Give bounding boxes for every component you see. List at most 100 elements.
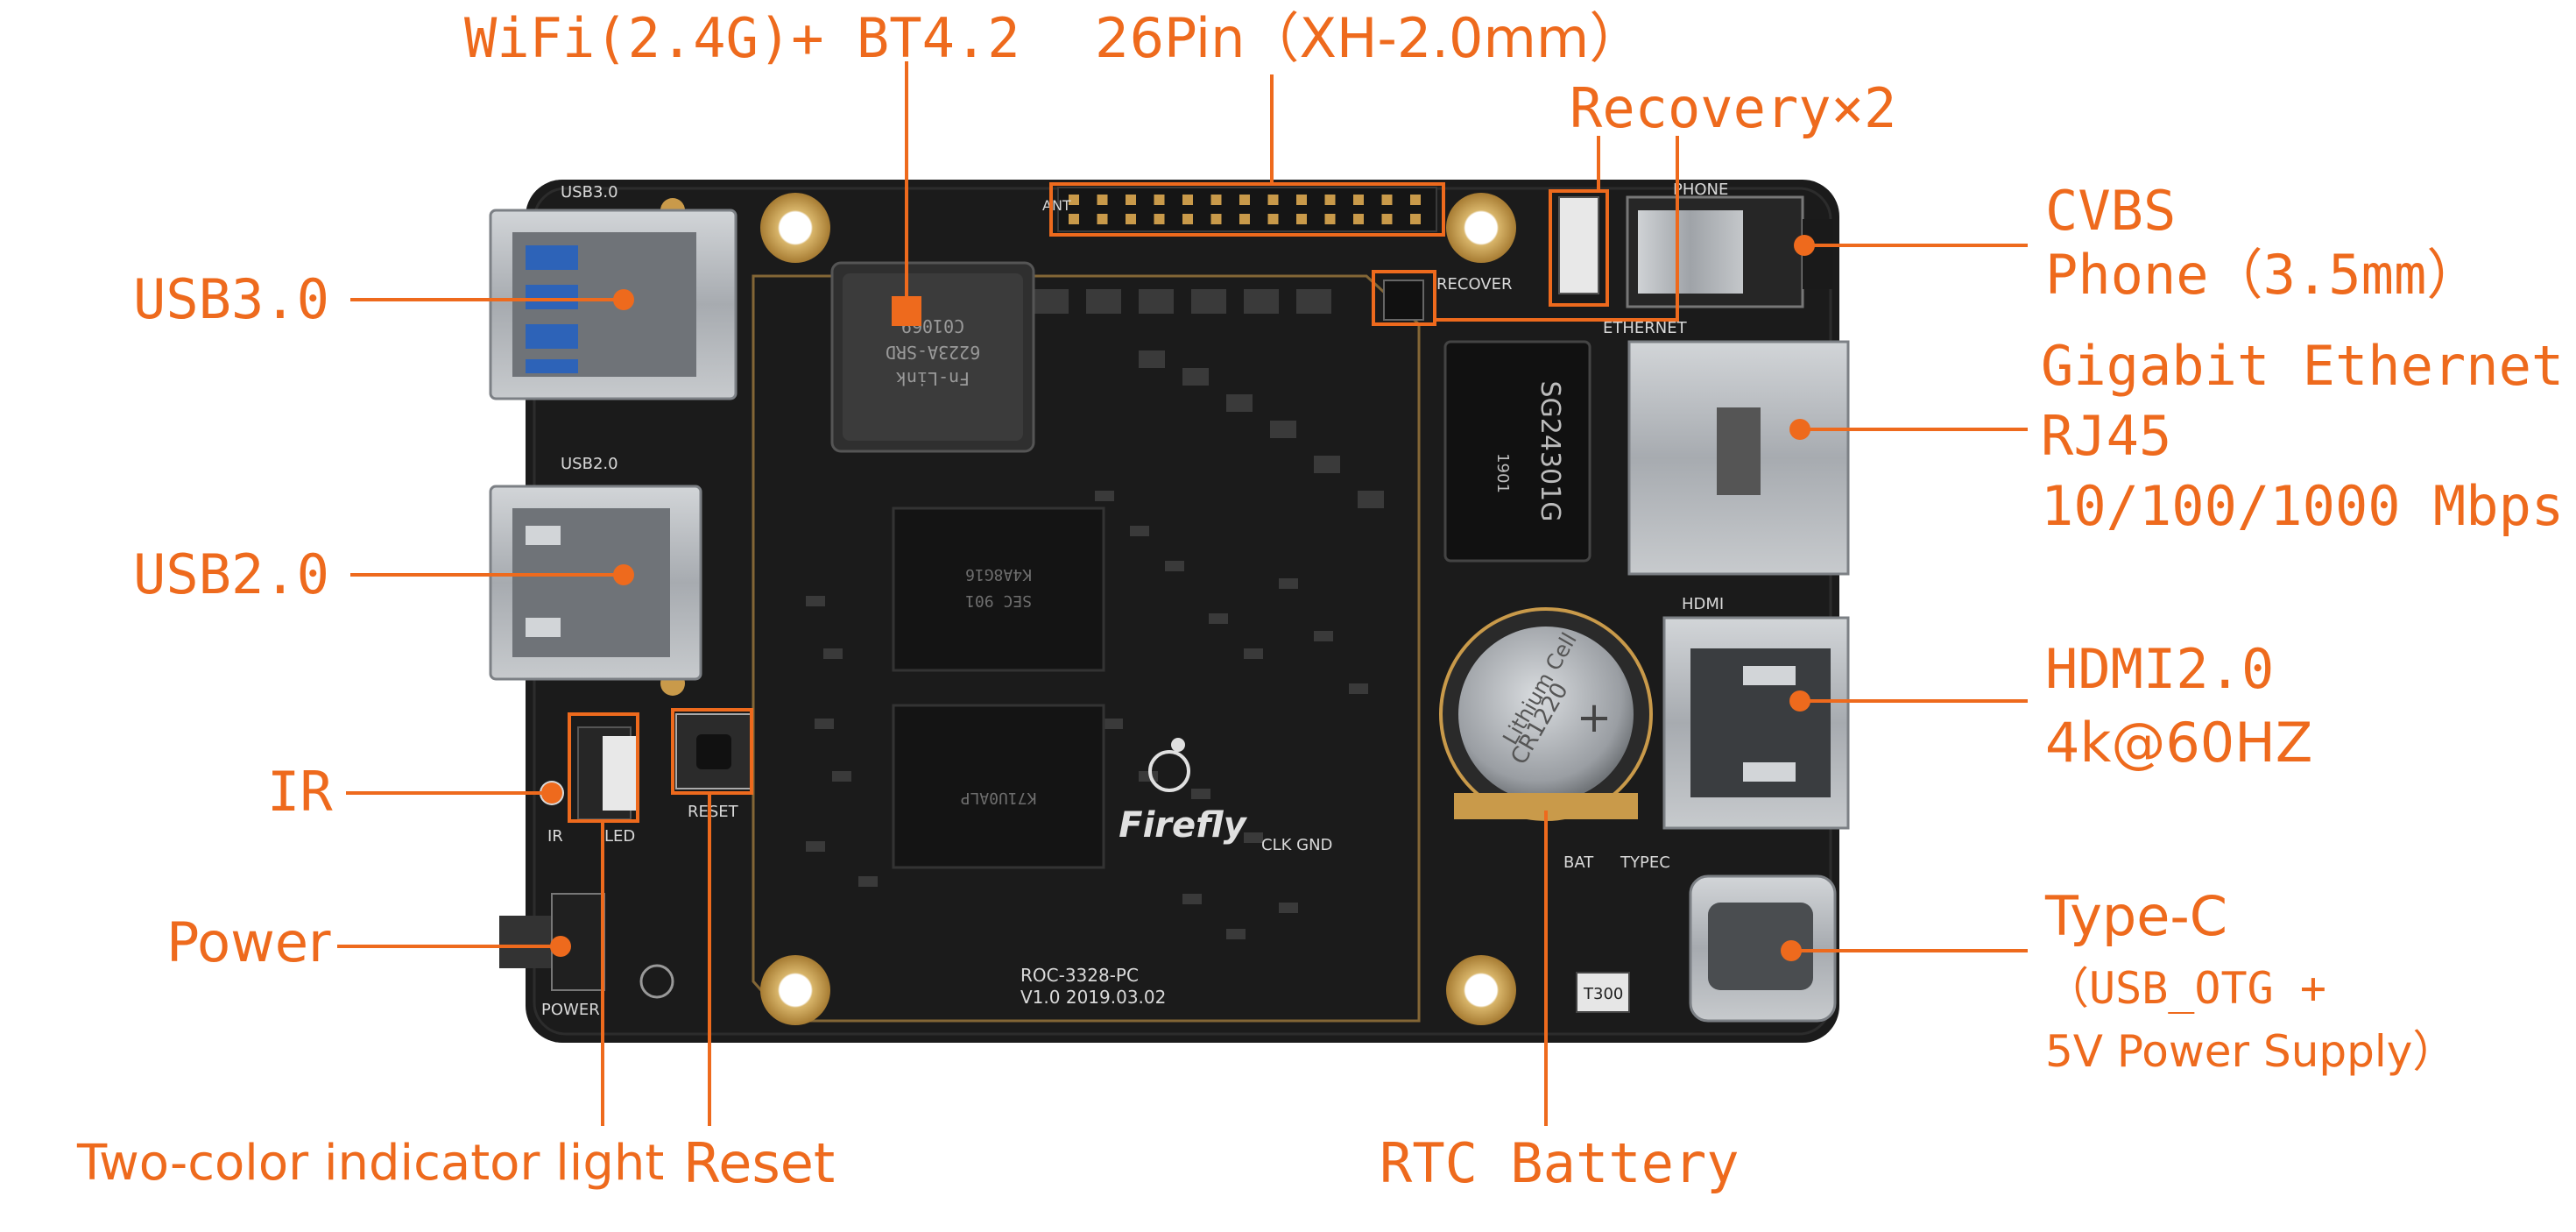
reset-button-component <box>675 713 752 789</box>
label-hdmi-res: 4k@60HZ <box>2045 711 2313 775</box>
label-recovery: Recovery×2 <box>1570 76 1897 140</box>
gpio-pin <box>1210 214 1222 224</box>
gpio-pin <box>1410 214 1421 224</box>
callout-dot-power <box>550 936 571 957</box>
wifi-chip-text: 6223A-SRD <box>886 342 980 363</box>
rtc-battery-holder <box>1439 607 1653 821</box>
gpio-pin <box>1410 195 1421 205</box>
gpio-pin <box>1324 195 1336 205</box>
silk-model: ROC-3328-PC <box>1020 965 1139 986</box>
gpio-pin <box>1154 195 1165 205</box>
label-usb2: USB2.0 <box>133 542 329 606</box>
callout-box-recovery2 <box>1549 189 1609 307</box>
label-hdmi: HDMI2.0 <box>2045 637 2275 701</box>
hdmi-port <box>1662 616 1850 830</box>
callout-box-reset <box>671 708 753 795</box>
silk-reset: RESET <box>688 803 739 821</box>
gpio-pin <box>1381 195 1393 205</box>
callout-box-wifi <box>892 296 921 326</box>
silk-clk: CLK GND <box>1261 836 1332 854</box>
silk-ant: ANT <box>1042 197 1071 214</box>
silk-recover: RECOVER <box>1436 275 1513 294</box>
callout-dot-typec <box>1781 940 1802 961</box>
gpio-pin <box>1296 214 1307 224</box>
gpio-header-base <box>1057 187 1437 232</box>
ir-receiver <box>540 726 638 820</box>
label-power: Power <box>166 910 331 974</box>
ram-text: K4A8G16 <box>965 565 1032 584</box>
gpio-pin <box>1126 195 1136 205</box>
firefly-logo-icon <box>1148 738 1190 792</box>
label-reset: Reset <box>683 1131 836 1195</box>
gpio-pin <box>1324 214 1336 224</box>
callout-box-26pin <box>1049 182 1445 237</box>
gpio-header <box>1057 187 1437 232</box>
usb3-port <box>489 209 738 400</box>
label-typec-line2: （USB_OTG + <box>2045 963 2326 1014</box>
silk-phone: PHONE <box>1673 181 1728 199</box>
gpio-pin <box>1182 214 1193 224</box>
mounting-hole <box>1446 193 1516 263</box>
label-typec-line3: 5V Power Supply） <box>2045 1026 2457 1077</box>
silk-power: POWER <box>541 1001 600 1019</box>
ram-text: K71U0ALP <box>960 789 1036 807</box>
mounting-holes <box>660 193 1516 1025</box>
gpio-pin <box>1381 214 1393 224</box>
board-logo: Firefly <box>1119 805 1247 846</box>
label-speed: 10/100/1000 Mbps <box>2041 474 2565 538</box>
ram-chips <box>892 506 1105 869</box>
gpio-pin <box>1069 195 1079 205</box>
rj45-port <box>1627 340 1850 576</box>
callout-dot-cvbs <box>1794 235 1815 256</box>
phone-jack <box>1626 195 1833 308</box>
gpio-pin <box>1353 195 1364 205</box>
gpio-pin <box>1097 195 1108 205</box>
gpio-pin <box>1239 214 1250 224</box>
label-usb3: USB3.0 <box>133 267 329 331</box>
label-rj45: RJ45 <box>2041 404 2172 468</box>
callout-dot-hdmi <box>1789 690 1810 712</box>
label-ir: IR <box>267 760 333 824</box>
callout-dot-usb3 <box>613 289 634 310</box>
transformer-text: 1901 <box>1493 453 1512 493</box>
gpio-pin <box>1182 195 1193 205</box>
label-phone: Phone（3.5mm） <box>2045 243 2481 307</box>
silk-usb3: USB3.0 <box>561 183 618 202</box>
mounting-hole <box>760 955 830 1025</box>
label-26pin: 26Pin（XH-2.0mm） <box>1095 6 1644 70</box>
led-component <box>1576 972 1630 1013</box>
ram-text: SEC 901 <box>965 591 1032 610</box>
silk-typec: TYPEC <box>1620 853 1670 872</box>
battery-plus: + <box>1577 693 1612 742</box>
gpio-pin <box>1126 214 1136 224</box>
label-indicator: Two-color indicator light <box>77 1135 665 1192</box>
gpio-pin <box>1267 214 1279 224</box>
silk-usb2: USB2.0 <box>561 455 618 473</box>
wifi-module <box>830 261 1035 453</box>
gpio-pin <box>1154 214 1165 224</box>
callout-dot-rj45 <box>1789 419 1810 440</box>
silk-bat: BAT <box>1563 853 1594 872</box>
transformer-text: SG24301G <box>1535 381 1565 522</box>
gpio-pin <box>1239 195 1250 205</box>
gpio-pin <box>1097 214 1108 224</box>
recovery-buttons <box>1383 196 1599 321</box>
callouts <box>337 61 2028 1126</box>
typec-port <box>1689 874 1837 1023</box>
callout-recovery <box>1435 136 1679 322</box>
gpio-pin <box>1296 195 1307 205</box>
gpio-pin <box>1210 195 1222 205</box>
gpio-pin <box>1353 214 1364 224</box>
label-rtc: RTC Battery <box>1380 1131 1740 1195</box>
gpio-pin <box>1069 214 1079 224</box>
callout-box-recovery1 <box>1372 270 1436 326</box>
label-gigabit: Gigabit Ethernet <box>2041 334 2565 398</box>
gpio-pin <box>1267 195 1279 205</box>
mounting-hole <box>760 193 830 263</box>
silk-led-text: T300 <box>1583 985 1623 1003</box>
silk-hdmi: HDMI <box>1682 595 1724 613</box>
silk-led: LED <box>604 827 635 846</box>
silk-ethernet: ETHERNET <box>1603 319 1688 337</box>
silk-version: V1.0 2019.03.02 <box>1020 987 1166 1008</box>
